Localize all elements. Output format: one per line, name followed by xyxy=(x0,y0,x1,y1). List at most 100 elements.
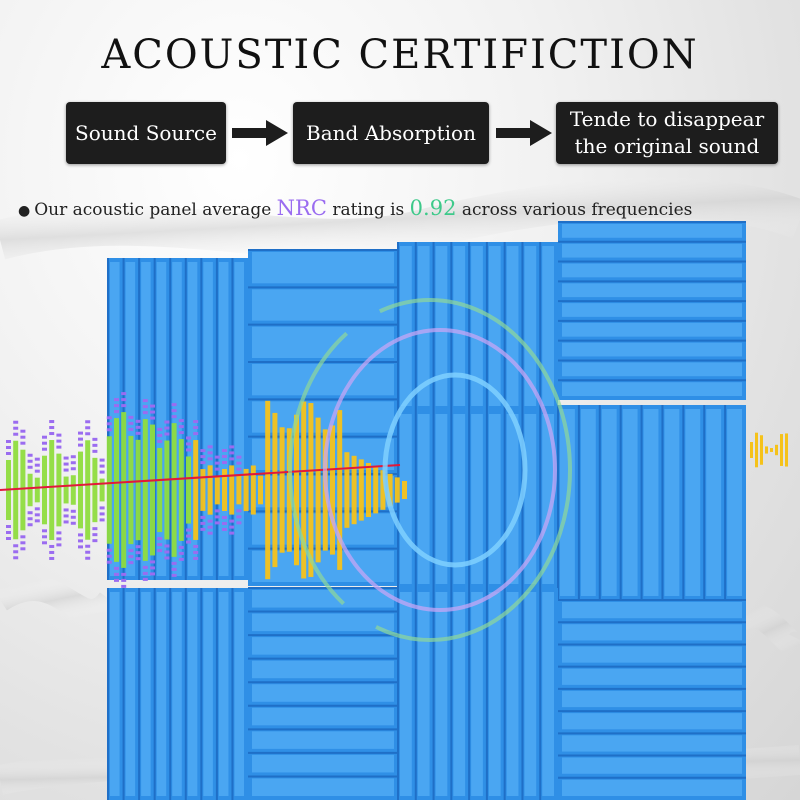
eq-tick xyxy=(128,415,134,419)
wave-bar xyxy=(164,440,170,540)
foam-ridge xyxy=(524,592,537,796)
flow-step-sound-source: Sound Source xyxy=(66,102,226,164)
foam-ridge xyxy=(453,246,466,406)
eq-tick xyxy=(200,455,206,459)
wave-bar xyxy=(106,436,112,544)
eq-tick xyxy=(200,515,206,519)
eq-tick xyxy=(63,520,69,524)
eq-tick xyxy=(34,507,40,511)
eq-tick xyxy=(150,404,155,408)
eq-tick xyxy=(92,443,98,447)
foam-ridge xyxy=(622,409,638,596)
foam-ridge xyxy=(506,246,519,406)
foam-ridge xyxy=(506,592,519,796)
eq-tick xyxy=(49,426,55,430)
eq-tick xyxy=(6,446,11,449)
flow-step-disappear: Tende to disappear the original sound xyxy=(556,102,778,164)
wave-bar xyxy=(150,424,155,556)
foam-ridge xyxy=(562,668,742,685)
foam-ridge xyxy=(664,409,680,596)
eq-tick xyxy=(214,515,220,519)
eq-tick xyxy=(186,442,191,446)
eq-tick xyxy=(34,463,40,467)
nrc-prefix: Our acoustic panel average xyxy=(34,200,277,220)
eq-tick xyxy=(157,439,163,443)
eq-tick xyxy=(56,531,62,535)
wave-bar xyxy=(272,412,278,568)
foam-ridge xyxy=(203,262,213,576)
eq-tick xyxy=(164,426,170,430)
eq-tick xyxy=(150,572,155,576)
eq-tick xyxy=(27,453,33,457)
eq-tick xyxy=(20,435,26,439)
foam-ridge xyxy=(562,243,742,258)
foam-ridge xyxy=(453,414,466,584)
wave-bar xyxy=(49,440,55,540)
eq-tick xyxy=(142,399,148,403)
eq-tick xyxy=(99,470,105,474)
eq-tick xyxy=(193,544,199,548)
foam-ridge xyxy=(252,364,394,396)
foam-ridge xyxy=(562,646,742,663)
eq-tick xyxy=(150,416,155,420)
eq-tick xyxy=(85,432,91,436)
wave-bar xyxy=(92,457,98,523)
foam-ridge xyxy=(488,414,501,584)
eq-tick xyxy=(63,514,69,518)
eq-tick xyxy=(229,445,235,449)
wave-bar xyxy=(27,473,33,507)
flow-step-label: Sound Source xyxy=(75,120,217,145)
eq-tick xyxy=(229,451,235,455)
foam-ridge xyxy=(562,779,742,796)
wave-bar xyxy=(200,469,206,511)
eq-tick xyxy=(99,464,105,468)
foam-ridge xyxy=(562,283,742,298)
nrc-middle: rating is xyxy=(326,200,410,220)
eq-tick xyxy=(214,521,220,525)
foam-ridge xyxy=(417,592,430,796)
eq-tick xyxy=(214,467,220,471)
eq-tick xyxy=(99,518,105,522)
wave-center-line xyxy=(0,464,401,491)
eq-tick xyxy=(78,443,83,447)
eq-tick xyxy=(6,531,11,534)
foam-ridge xyxy=(252,252,394,284)
eq-tick xyxy=(214,461,220,465)
foam-ridge xyxy=(435,414,448,584)
eq-tick xyxy=(200,461,206,465)
eq-tick xyxy=(164,556,170,560)
wave-bar xyxy=(315,417,321,563)
eq-tick xyxy=(63,462,69,466)
eq-tick xyxy=(49,550,55,554)
wave-bar xyxy=(186,456,191,524)
wave-bar xyxy=(171,423,177,557)
wave-bar xyxy=(301,401,307,579)
eq-tick xyxy=(13,556,19,560)
wave-bar xyxy=(279,427,285,553)
eq-tick xyxy=(186,436,191,440)
eq-tick xyxy=(34,457,40,461)
foam-ridge xyxy=(172,592,182,796)
wave-bar xyxy=(193,440,199,540)
eq-tick xyxy=(236,515,242,519)
eq-tick xyxy=(121,404,127,408)
wave-bar xyxy=(178,439,184,541)
eq-tick xyxy=(56,439,62,443)
eq-tick xyxy=(106,548,112,552)
wave-bar xyxy=(114,418,119,562)
eq-tick xyxy=(27,517,33,521)
foam-ridge xyxy=(187,262,198,576)
wave-bar xyxy=(250,465,256,515)
wave-bar xyxy=(157,447,163,533)
eq-tick xyxy=(207,451,213,455)
eq-tick xyxy=(27,523,33,527)
eq-tick xyxy=(135,419,141,423)
eq-tick xyxy=(142,565,148,569)
page-title: ACOUSTIC CERTIFICTION xyxy=(101,32,699,78)
eq-tick xyxy=(13,432,19,436)
foam-ridge xyxy=(524,414,537,584)
eq-tick xyxy=(49,544,55,548)
foam-ridge xyxy=(488,592,501,796)
eq-tick xyxy=(106,560,112,564)
wave-bar xyxy=(236,475,242,505)
